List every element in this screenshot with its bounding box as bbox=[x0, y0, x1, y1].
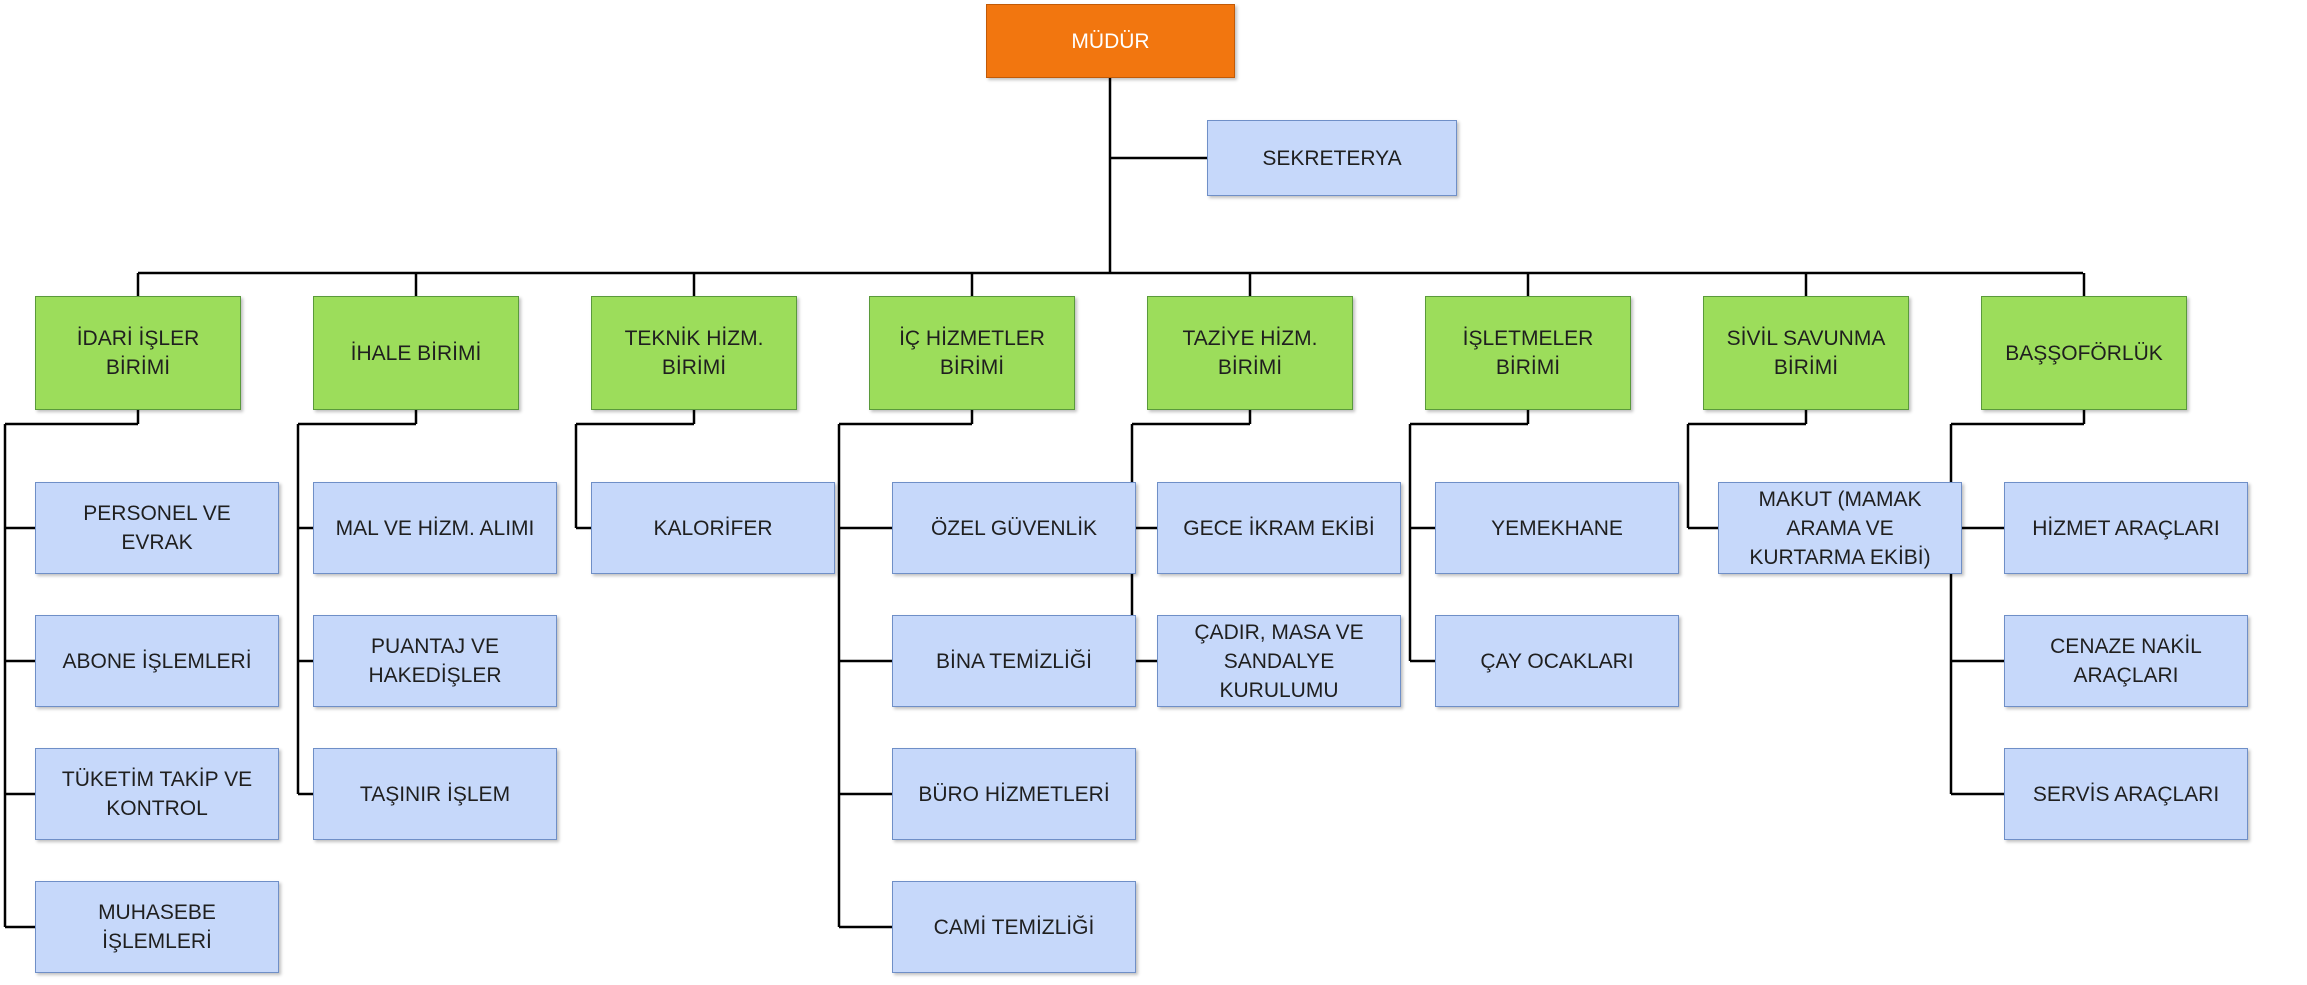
director-box: MÜDÜR bbox=[986, 4, 1235, 78]
unit-box-5: TAZİYE HİZM. BİRİMİ bbox=[1147, 296, 1353, 410]
unit-box-6-label: İŞLETMELER BİRİMİ bbox=[1462, 327, 1594, 379]
director-label: MÜDÜR bbox=[1071, 29, 1150, 53]
sub-box-1-1-label: PERSONEL VE EVRAK bbox=[83, 502, 231, 554]
sub-box-2-1: MAL VE HİZM. ALIMI bbox=[313, 482, 557, 574]
sub-box-6-1-label: YEMEKHANE bbox=[1491, 516, 1623, 540]
sub-box-2-2: PUANTAJ VE HAKEDİŞLER bbox=[313, 615, 557, 707]
sub-box-7-1-label: MAKUT (MAMAK ARAMA VE KURTARMA EKİBİ) bbox=[1749, 487, 1931, 569]
sub-box-2-2-label: PUANTAJ VE HAKEDİŞLER bbox=[368, 635, 502, 687]
secretary-label: SEKRETERYA bbox=[1262, 146, 1402, 170]
sub-box-4-3: BÜRO HİZMETLERİ bbox=[892, 748, 1136, 840]
sub-box-1-3: TÜKETİM TAKİP VE KONTROL bbox=[35, 748, 279, 840]
sub-box-4-4-label: CAMİ TEMİZLİĞİ bbox=[933, 915, 1095, 939]
unit-box-4: İÇ HİZMETLER BİRİMİ bbox=[869, 296, 1075, 410]
unit-box-1-label: İDARİ İŞLER BİRİMİ bbox=[76, 327, 200, 379]
sub-box-4-3-label: BÜRO HİZMETLERİ bbox=[918, 782, 1110, 806]
sub-box-8-3: SERVİS ARAÇLARI bbox=[2004, 748, 2248, 840]
unit-box-7-label: SİVİL SAVUNMA BİRİMİ bbox=[1726, 327, 1886, 379]
unit-box-6: İŞLETMELER BİRİMİ bbox=[1425, 296, 1631, 410]
secretary-box: SEKRETERYA bbox=[1207, 120, 1457, 196]
unit-box-8-label: BAŞŞOFÖRLÜK bbox=[2005, 341, 2163, 365]
sub-box-1-3-label: TÜKETİM TAKİP VE KONTROL bbox=[61, 768, 253, 820]
unit-box-5-label: TAZİYE HİZM. BİRİMİ bbox=[1182, 327, 1318, 379]
sub-box-4-1: ÖZEL GÜVENLİK bbox=[892, 482, 1136, 574]
unit-box-7: SİVİL SAVUNMA BİRİMİ bbox=[1703, 296, 1909, 410]
unit-box-2-label: İHALE BİRİMİ bbox=[350, 341, 482, 365]
sub-box-8-2: CENAZE NAKİL ARAÇLARI bbox=[2004, 615, 2248, 707]
sub-box-6-2-label: ÇAY OCAKLARI bbox=[1480, 649, 1634, 673]
sub-box-2-3: TAŞINIR İŞLEM bbox=[313, 748, 557, 840]
sub-box-1-4: MUHASEBE İŞLEMLERİ bbox=[35, 881, 279, 973]
sub-box-2-1-label: MAL VE HİZM. ALIMI bbox=[335, 516, 535, 540]
unit-box-3-label: TEKNİK HİZM. BİRİMİ bbox=[624, 327, 764, 379]
sub-box-3-1-label: KALORİFER bbox=[653, 516, 773, 540]
sub-box-4-1-label: ÖZEL GÜVENLİK bbox=[930, 516, 1098, 540]
sub-box-4-4: CAMİ TEMİZLİĞİ bbox=[892, 881, 1136, 973]
sub-box-8-1: HİZMET ARAÇLARI bbox=[2004, 482, 2248, 574]
sub-box-7-1: MAKUT (MAMAK ARAMA VE KURTARMA EKİBİ) bbox=[1718, 482, 1962, 574]
sub-box-1-4-label: MUHASEBE İŞLEMLERİ bbox=[98, 901, 216, 953]
sub-box-6-2: ÇAY OCAKLARI bbox=[1435, 615, 1679, 707]
unit-box-1: İDARİ İŞLER BİRİMİ bbox=[35, 296, 241, 410]
unit-box-3: TEKNİK HİZM. BİRİMİ bbox=[591, 296, 797, 410]
sub-box-8-1-label: HİZMET ARAÇLARI bbox=[2032, 516, 2220, 540]
unit-box-8: BAŞŞOFÖRLÜK bbox=[1981, 296, 2187, 410]
sub-box-3-1: KALORİFER bbox=[591, 482, 835, 574]
sub-box-5-2-label: ÇADIR, MASA VE SANDALYE KURULUMU bbox=[1194, 620, 1364, 702]
sub-box-1-2: ABONE İŞLEMLERİ bbox=[35, 615, 279, 707]
sub-box-2-3-label: TAŞINIR İŞLEM bbox=[359, 782, 511, 806]
sub-box-4-2: BİNA TEMİZLİĞİ bbox=[892, 615, 1136, 707]
sub-box-6-1: YEMEKHANE bbox=[1435, 482, 1679, 574]
sub-box-4-2-label: BİNA TEMİZLİĞİ bbox=[936, 649, 1092, 673]
sub-box-8-3-label: SERVİS ARAÇLARI bbox=[2032, 782, 2220, 806]
unit-box-2: İHALE BİRİMİ bbox=[313, 296, 519, 410]
sub-box-8-2-label: CENAZE NAKİL ARAÇLARI bbox=[2050, 635, 2202, 687]
sub-box-5-1: GECE İKRAM EKİBİ bbox=[1157, 482, 1401, 574]
sub-box-5-1-label: GECE İKRAM EKİBİ bbox=[1183, 516, 1375, 540]
sub-box-1-2-label: ABONE İŞLEMLERİ bbox=[62, 649, 252, 673]
unit-box-4-label: İÇ HİZMETLER BİRİMİ bbox=[899, 327, 1045, 379]
sub-box-1-1: PERSONEL VE EVRAK bbox=[35, 482, 279, 574]
sub-box-5-2: ÇADIR, MASA VE SANDALYE KURULUMU bbox=[1157, 615, 1401, 707]
